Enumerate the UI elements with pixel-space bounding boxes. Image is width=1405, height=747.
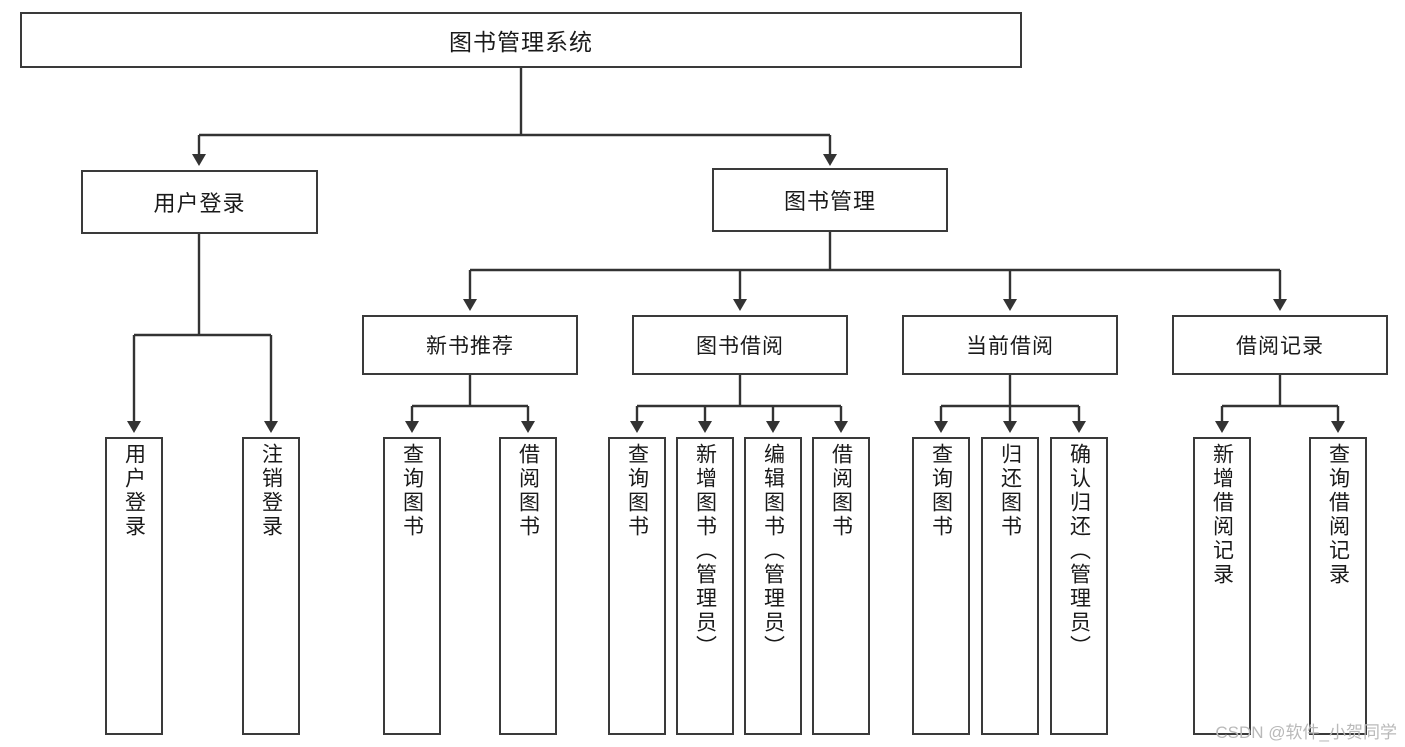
node-current-borrow[interactable]: 当前借阅 [902, 315, 1118, 375]
leaf-current-query-book[interactable]: 查询图书 [912, 437, 970, 735]
node-label: 用户登录 [153, 191, 246, 216]
node-label: 查询图书 [929, 443, 953, 539]
leaf-record-query-record[interactable]: 查询借阅记录 [1309, 437, 1367, 735]
node-book-management[interactable]: 图书管理 [712, 168, 948, 232]
node-label: 归还图书 [998, 443, 1022, 539]
node-label: 图书管理系统 [449, 29, 593, 55]
node-book-borrow[interactable]: 图书借阅 [632, 315, 848, 375]
leaf-user-login-logout[interactable]: 注销登录 [242, 437, 300, 735]
leaf-borrow-add-book-admin[interactable]: 新增图书（管理员） [676, 437, 734, 735]
node-label: 注销登录 [259, 443, 283, 539]
leaf-record-add-record[interactable]: 新增借阅记录 [1193, 437, 1251, 735]
leaf-current-return-book[interactable]: 归还图书 [981, 437, 1039, 735]
node-label: 查询借阅记录 [1326, 443, 1350, 587]
node-label: 用户登录 [122, 443, 146, 539]
node-new-book-recommend[interactable]: 新书推荐 [362, 315, 578, 375]
node-label: 借阅记录 [1236, 335, 1324, 358]
leaf-recommend-query-book[interactable]: 查询图书 [383, 437, 441, 735]
node-label: 编辑图书（管理员） [761, 443, 785, 659]
leaf-recommend-borrow-book[interactable]: 借阅图书 [499, 437, 557, 735]
node-label: 查询图书 [625, 443, 649, 539]
node-label: 新增图书（管理员） [693, 443, 717, 659]
leaf-user-login-login[interactable]: 用户登录 [105, 437, 163, 735]
node-label: 查询图书 [400, 443, 424, 539]
node-label: 借阅图书 [829, 443, 853, 539]
node-root-system[interactable]: 图书管理系统 [20, 12, 1022, 68]
node-user-login[interactable]: 用户登录 [81, 170, 318, 234]
node-label: 新书推荐 [426, 335, 514, 358]
leaf-borrow-borrow-book[interactable]: 借阅图书 [812, 437, 870, 735]
node-label: 图书管理 [783, 189, 876, 214]
leaf-borrow-edit-book-admin[interactable]: 编辑图书（管理员） [744, 437, 802, 735]
node-label: 图书借阅 [696, 335, 784, 358]
node-label: 确认归还（管理员） [1067, 443, 1091, 659]
node-label: 当前借阅 [966, 335, 1054, 358]
watermark: CSDN @软件_小贺同学 [1215, 723, 1397, 742]
node-label: 新增借阅记录 [1210, 443, 1234, 587]
node-borrow-record[interactable]: 借阅记录 [1172, 315, 1388, 375]
node-label: 借阅图书 [516, 443, 540, 539]
leaf-current-confirm-return-admin[interactable]: 确认归还（管理员） [1050, 437, 1108, 735]
leaf-borrow-query-book[interactable]: 查询图书 [608, 437, 666, 735]
